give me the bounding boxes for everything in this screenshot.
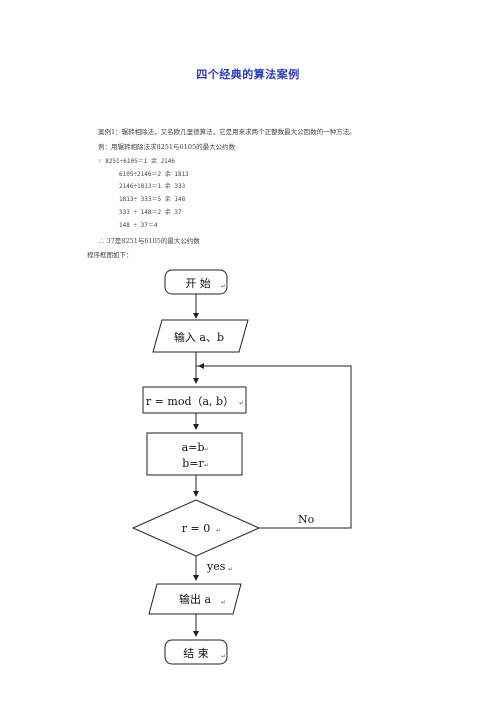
condition-label: r = 0	[182, 522, 210, 535]
return-mark: ↵	[228, 566, 233, 573]
input-label: 输入 a、b	[174, 330, 224, 344]
swap-box	[146, 432, 243, 476]
output-parallelogram	[148, 583, 242, 615]
return-mark: ↵	[221, 283, 226, 290]
return-mark: ↵	[216, 527, 221, 534]
conclusion-line: ∴ 37是8251与6105的最大公约数	[98, 237, 200, 245]
start-label: 开 始	[185, 276, 211, 290]
swap-b-label: b=r	[182, 457, 204, 470]
end-label: 结 束	[183, 647, 209, 660]
page-title: 四个经典的算法案例	[196, 68, 300, 81]
assign-r-label: r = mod（a, b）	[146, 395, 234, 408]
step-line: 148 ÷ 37＝4	[119, 222, 158, 229]
return-mark: ↵	[204, 446, 209, 453]
step-line: 333 ÷ 148＝2 余 37	[119, 209, 182, 216]
no-loop-line	[196, 365, 352, 529]
step-line: ∵ 8251÷6105＝1 余 2146	[98, 158, 176, 165]
assign-r-box	[142, 386, 247, 414]
flowchart-intro: 程序框图如下：	[87, 251, 133, 259]
input-parallelogram	[152, 319, 249, 353]
output-label: 输出 a	[179, 592, 211, 606]
no-label: No	[298, 513, 315, 526]
paragraph-example: 例：用辗转相除法求8251与6105的最大公约数	[98, 143, 236, 151]
step-line: 2146÷1813＝1 余 333	[119, 183, 186, 190]
yes-label: yes	[206, 560, 226, 573]
paragraph-intro: 案例1：辗转相除法，又名欧几里德算法，它是用来求两个正整数最大公因数的一种方法。	[98, 128, 356, 136]
return-mark: ↵	[221, 599, 226, 606]
step-line: 6105÷2146＝2 余 1813	[119, 171, 189, 178]
return-mark: ↵	[239, 400, 244, 407]
end-terminal	[164, 639, 228, 665]
step-line: 1813÷ 333＝5 余 148	[119, 196, 186, 203]
swap-a-label: a=b	[182, 441, 205, 454]
return-mark: ↵	[204, 462, 209, 469]
return-mark: ↵	[221, 653, 226, 660]
